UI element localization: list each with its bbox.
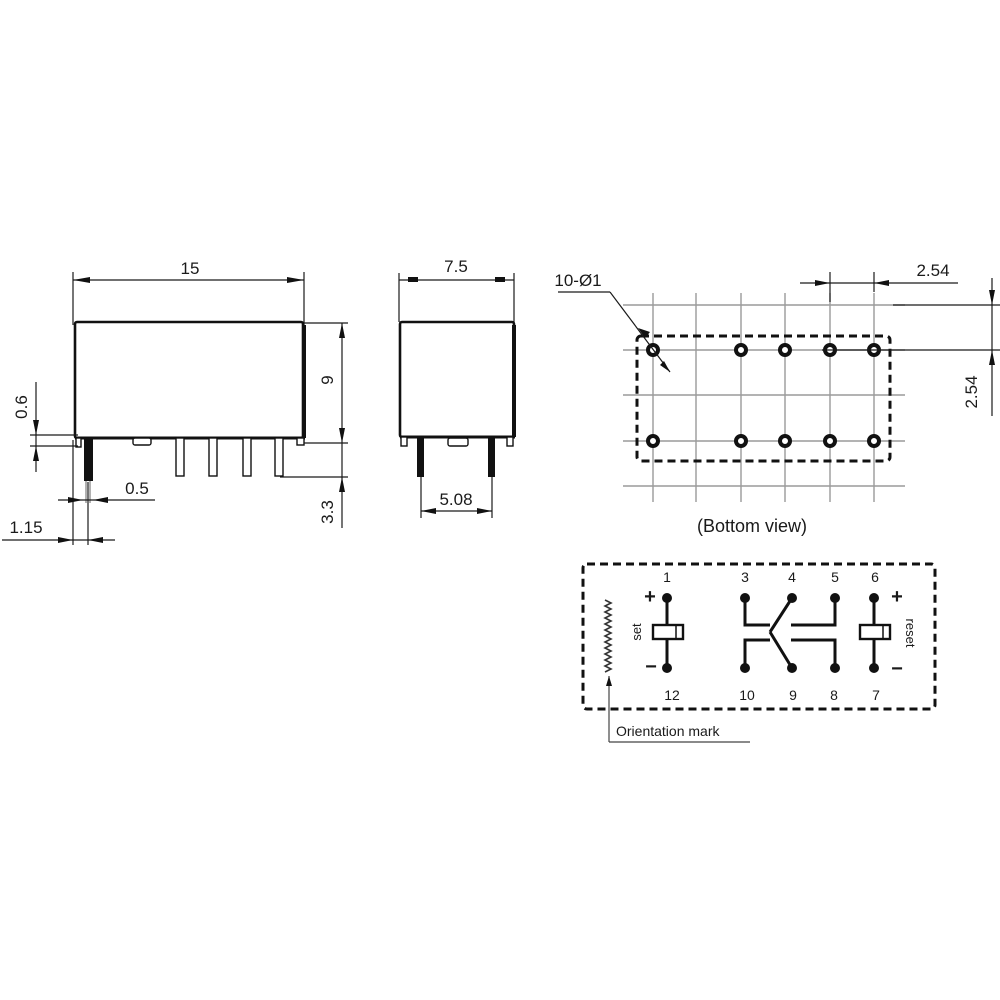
dim-pin-length-label: 3.3 [318,500,337,524]
pin-5-label: 5 [831,569,839,585]
contacts [740,593,840,673]
pitch-vertical-label: 2.54 [962,375,981,408]
pin-7-label: 7 [872,687,880,703]
dim-pin-offset-label: 1.15 [9,518,42,537]
reset-minus-sign: − [891,658,903,680]
set-coil-label: set [629,623,644,641]
dim-pin-width-label: 0.5 [125,479,149,498]
pin-6-label: 6 [871,569,879,585]
orientation-mark-icon [603,599,750,743]
dim-pin-row-spacing-label: 5.08 [439,490,472,509]
pin-10-label: 10 [739,687,755,703]
pin-8-label: 8 [830,687,838,703]
dim-width-label: 7.5 [444,257,468,276]
bottom-view: 10-Ø1 2.54 2.54 (Bottom view) [554,261,1000,536]
pitch-horizontal-label: 2.54 [916,261,949,280]
orientation-mark-label: Orientation mark [616,723,720,739]
dim-standoff-label: 0.6 [12,395,31,419]
side-view: 15 9 3.3 0.6 [2,259,348,545]
hole-callout-label: 10-Ø1 [554,271,601,290]
set-plus-sign: + [644,586,656,608]
reset-plus-sign: + [891,586,903,608]
dim-height-label: 9 [318,375,337,384]
dim-length-label: 15 [181,259,200,278]
pin-12-label: 12 [664,687,680,703]
pin-1-label: 1 [663,569,671,585]
pin-3-label: 3 [741,569,749,585]
end-view: 7.5 5.08 [398,257,516,518]
bottom-view-caption: (Bottom view) [697,516,807,536]
reset-coil-label: reset [903,619,918,648]
pin-9-label: 9 [789,687,797,703]
pin-4-label: 4 [788,569,796,585]
set-coil: + − set [629,586,685,678]
set-minus-sign: − [645,656,657,678]
reset-coil: + − reset [858,586,918,680]
schematic: 1 3 4 5 6 12 10 9 8 7 + − set [581,562,937,743]
